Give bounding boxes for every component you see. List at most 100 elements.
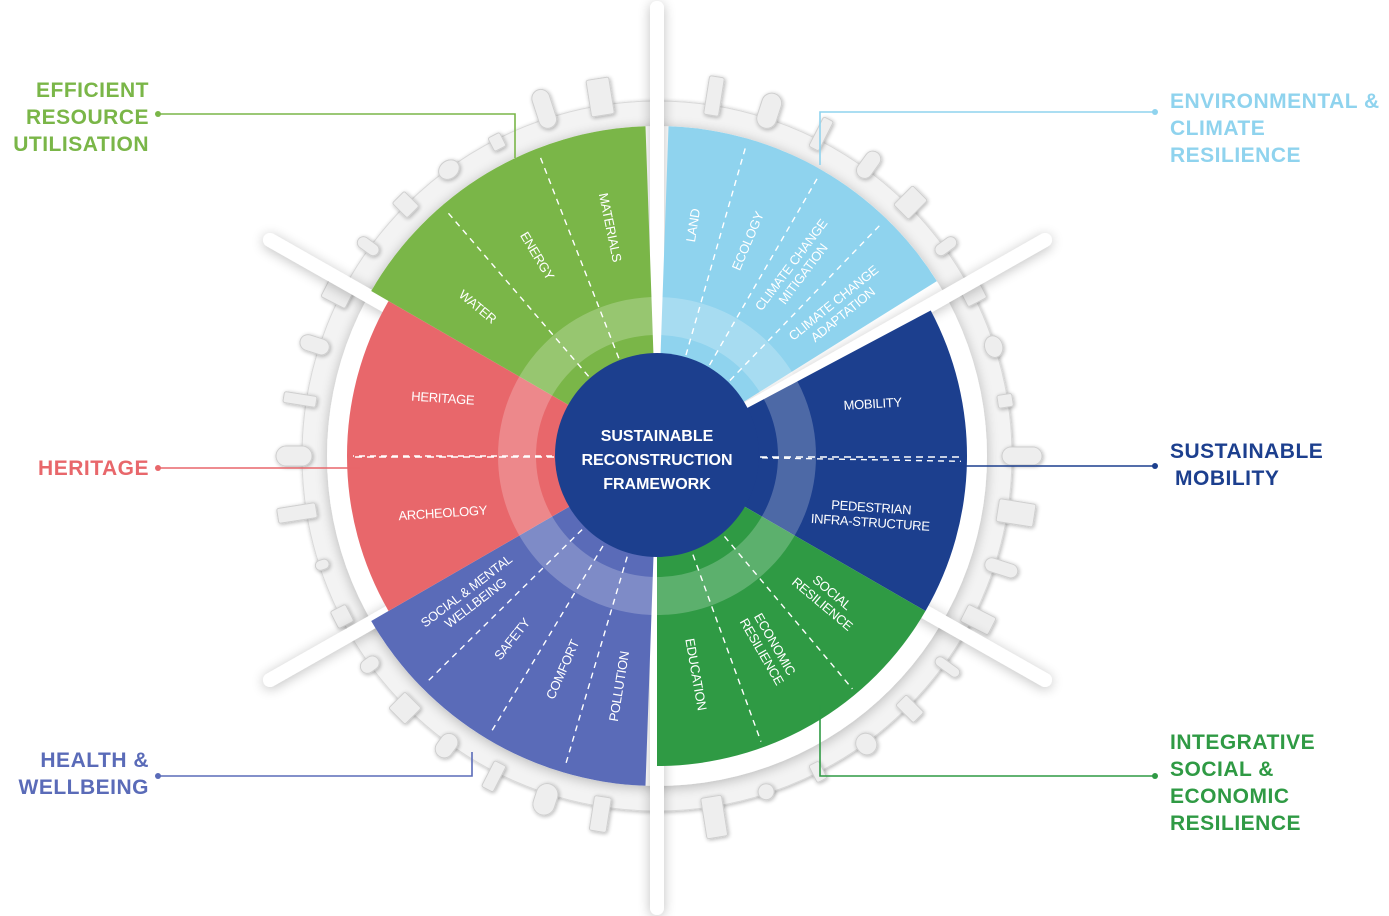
label-integrative-social-economic-resilience: INTEGRATIVE SOCIAL & ECONOMIC RESILIENCE: [1170, 729, 1315, 837]
skyline-shape: [585, 76, 615, 118]
skyline-shape: [855, 732, 878, 756]
leader-dot-mobility: [1152, 463, 1158, 469]
wedge-shape-mobility: [743, 310, 967, 611]
segment-divider: [708, 175, 820, 366]
segment-label: MOBILITY: [843, 394, 903, 412]
segment-label: HERITAGE: [411, 389, 476, 408]
skyline-shape: [314, 558, 330, 571]
label-environmental-climate-resilience: ENVIRONMENTAL & CLIMATE RESILIENCE: [1170, 88, 1380, 169]
skyline-shape: [487, 132, 506, 152]
leader-dot-health: [155, 773, 161, 779]
label-line: INTEGRATIVE: [1170, 731, 1316, 754]
leader-dot-efficient: [155, 111, 161, 117]
label-line: WELLBEING: [18, 776, 149, 799]
segment-divider: [692, 554, 762, 742]
skyline-shape: [356, 236, 380, 257]
skyline-shape: [1001, 446, 1043, 466]
skyline-shape: [276, 502, 318, 524]
skyline-shape: [481, 760, 506, 792]
skyline-shape: [855, 150, 882, 179]
skyline-shape: [532, 783, 559, 816]
wedge-heritage: ARCHEOLOGY HERITAGE: [347, 301, 571, 611]
segment-label-line: MOBILITY: [843, 394, 903, 412]
segment-divider: [761, 457, 961, 463]
label-line: RESOURCE: [25, 106, 149, 129]
label-line: EFFICIENT: [36, 79, 149, 102]
segment-divider: [489, 545, 604, 735]
leader-dot-integrative: [1152, 773, 1158, 779]
label-line: ECONOMIC: [1170, 785, 1290, 808]
segment-label-line: ARCHEOLOGY: [398, 502, 488, 523]
skyline-shape: [934, 236, 958, 257]
leader-efficient: [158, 113, 516, 158]
skyline-shape: [703, 75, 725, 117]
segment-divider: [723, 535, 853, 690]
leader-dot-environment: [1152, 109, 1158, 115]
center-line-3: FRAMEWORK: [603, 476, 711, 493]
skyline-shape: [983, 335, 1004, 358]
skyline-shape: [392, 191, 419, 218]
skyline-shape: [895, 694, 924, 723]
label-heritage: HERITAGE: [38, 455, 149, 482]
wedge-shape-health: [371, 506, 654, 786]
skyline-shape: [438, 159, 460, 180]
center-line-2: RECONSTRUCTION: [581, 452, 732, 469]
label-line: HEALTH &: [40, 749, 149, 772]
label-line: HERITAGE: [38, 457, 149, 480]
wedge-integrative: SOCIALRESILIENCEECONOMICRESILIENCEEDUCAT…: [657, 506, 926, 766]
label-line: RESILIENCE: [1170, 144, 1302, 167]
label-line: RESILIENCE: [1170, 812, 1302, 835]
skyline-shape: [388, 692, 421, 725]
center-hub: SUSTAINABLE RECONSTRUCTION FRAMEWORK: [555, 353, 759, 557]
skyline-shape: [588, 795, 612, 833]
skyline-shape: [984, 557, 1019, 579]
inner-ring: [498, 297, 816, 615]
skyline-shape: [934, 656, 961, 678]
segment-divider: [729, 222, 883, 381]
label-line: CLIMATE: [1170, 117, 1266, 140]
leader-dot-heritage: [155, 465, 161, 471]
skyline-shape: [757, 783, 775, 801]
wedge-shape-efficient: [371, 126, 654, 407]
label-health-wellbeing: HEALTH & WELLBEING: [19, 747, 150, 801]
skyline-shape: [808, 761, 827, 783]
label-line: SOCIAL &: [1170, 758, 1274, 781]
skyline-shape: [893, 185, 928, 220]
segment-label: ARCHEOLOGY: [398, 502, 488, 523]
segment-label: LAND: [683, 208, 703, 243]
skyline-shape: [275, 445, 313, 467]
segment-label-line: HERITAGE: [411, 389, 476, 408]
segment-divider: [425, 529, 583, 684]
center-line-1: SUSTAINABLE: [601, 428, 714, 445]
label-line: UTILISATION: [13, 133, 149, 156]
label-sustainable-mobility: SUSTAINABLE MOBILITY: [1170, 438, 1323, 492]
skyline-shape: [330, 604, 354, 629]
wedge-shape-environment: [660, 126, 937, 404]
skyline-shape: [996, 393, 1014, 409]
skyline-shape: [531, 88, 558, 129]
wedge-shape-integrative: [657, 506, 926, 766]
skyline-shape: [960, 604, 997, 635]
skyline-shape: [359, 655, 380, 674]
leader-integrative: [819, 705, 1155, 777]
label-line: MOBILITY: [1175, 467, 1280, 490]
skyline-shape: [756, 92, 783, 129]
segment-label-line: LAND: [683, 208, 703, 243]
leader-health: [158, 752, 473, 777]
segment-divider: [445, 209, 590, 377]
label-efficient-resource-utilisation: EFFICIENT RESOURCE UTILISATION: [13, 77, 149, 158]
label-line: ENVIRONMENTAL &: [1170, 90, 1380, 113]
segment-divider: [538, 153, 620, 359]
leader-lines: [155, 109, 1158, 779]
skyline-icons: [275, 75, 1043, 840]
segment-label-line: PEDESTRIAN: [831, 497, 912, 517]
skyline-shape: [299, 334, 330, 356]
leader-environment: [819, 111, 1155, 165]
skyline-shape: [434, 732, 459, 759]
skyline-shape: [282, 391, 318, 408]
skyline-shape: [995, 498, 1037, 528]
